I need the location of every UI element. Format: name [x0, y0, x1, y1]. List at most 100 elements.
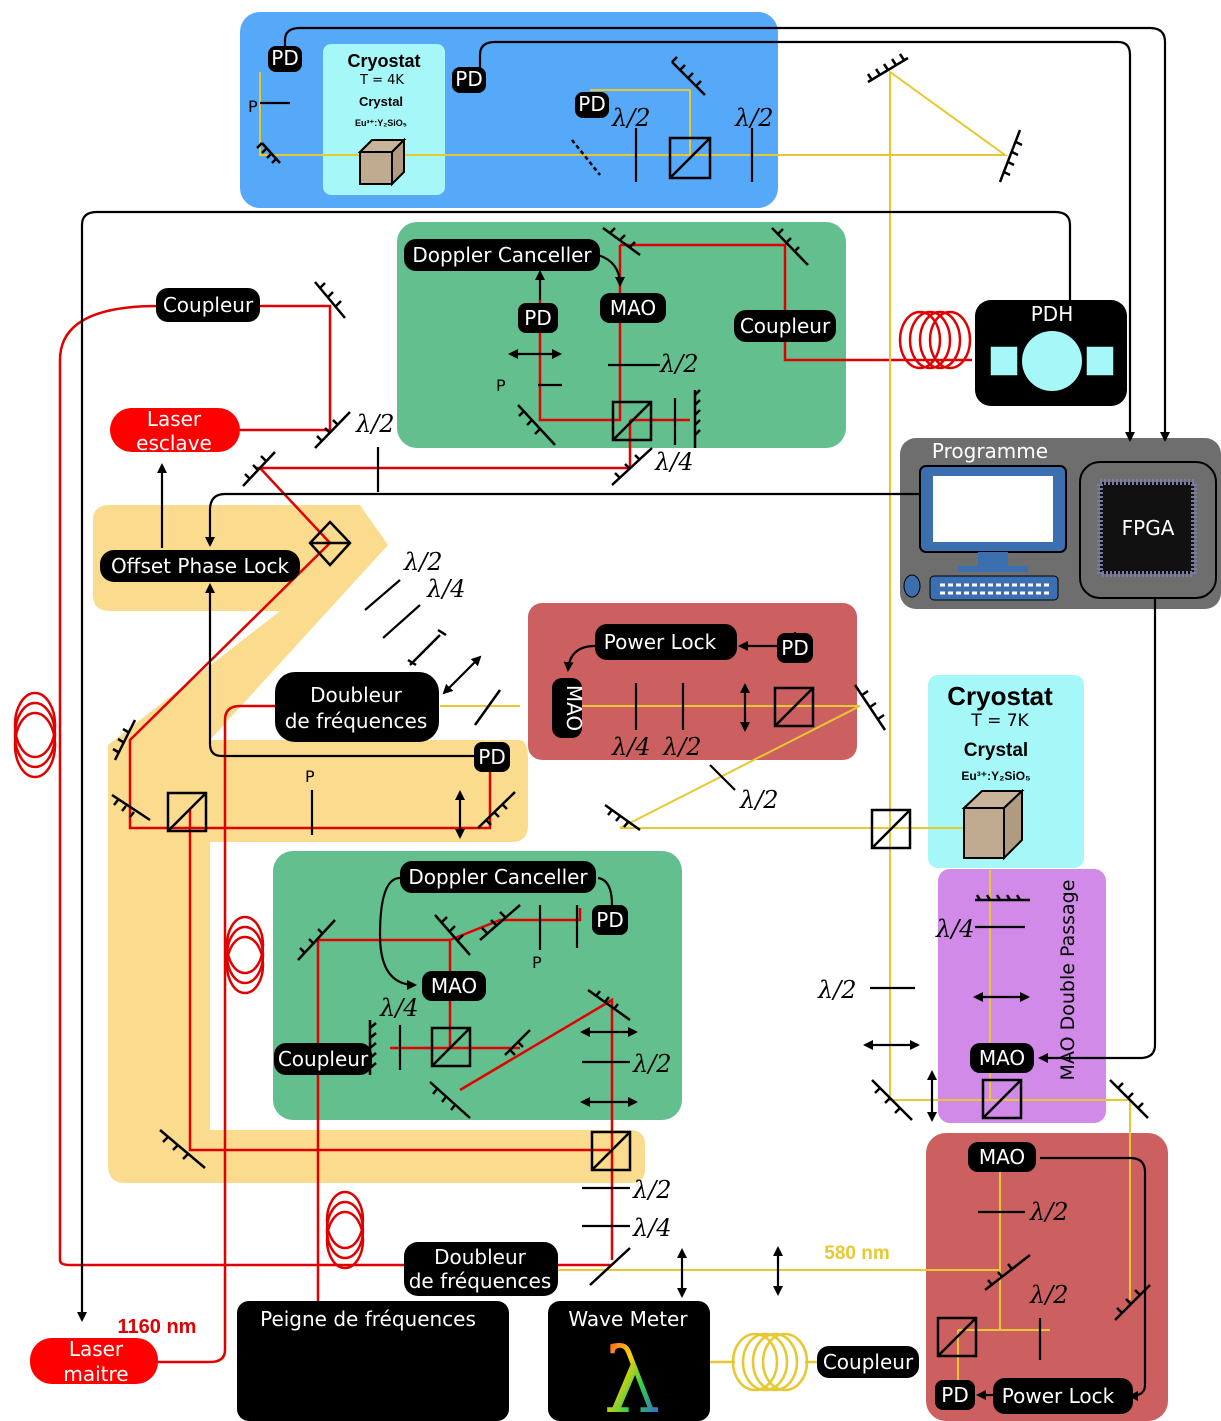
polarizer-label-green-bottom: P	[532, 953, 542, 972]
svg-text:PDH: PDH	[1031, 302, 1074, 326]
svg-text:MAO: MAO	[979, 1046, 1025, 1070]
svg-text:λ/2: λ/2	[355, 410, 395, 438]
coupleur-top-left: Coupleur	[156, 288, 260, 322]
polarizer-label-yellow: P	[305, 767, 315, 786]
svg-text:MAO: MAO	[610, 296, 656, 320]
svg-text:PD: PD	[524, 306, 551, 330]
polarizer-label-green: P	[496, 376, 506, 395]
offset-phase-lock: Offset Phase Lock	[100, 550, 300, 582]
computer-icon	[903, 465, 1067, 601]
svg-text:Doubleur: Doubleur	[434, 1245, 527, 1269]
svg-text:λ/2: λ/2	[734, 104, 774, 132]
svg-text:Laser: Laser	[147, 407, 202, 431]
power-lock-mid: Power Lock	[595, 624, 737, 660]
frequency-comb: Peigne de fréquences	[237, 1301, 509, 1421]
svg-text:Offset Phase Lock: Offset Phase Lock	[111, 554, 290, 578]
svg-text:λ/4: λ/4	[379, 994, 419, 1022]
mao-green-top: MAO	[600, 293, 666, 323]
svg-text:Coupleur: Coupleur	[823, 1350, 914, 1374]
yellow-zone	[93, 505, 645, 1183]
svg-text:λ/2: λ/2	[611, 104, 651, 132]
svg-text:PD: PD	[941, 1383, 968, 1407]
waveplate-labels: λ/2 λ/2 λ/2 λ/2 λ/4 λ/2 λ/4 λ/4 λ/2 λ/2 …	[355, 104, 1069, 1309]
laser-maitre: Laser maitre	[30, 1337, 158, 1386]
cryostat-top-material: Eu³⁺:Y₂SiO₅	[355, 118, 407, 128]
wavelength-1160-label: 1160 nm	[118, 1316, 197, 1338]
svg-text:MAO: MAO	[562, 685, 586, 731]
mao-double-passage-label: MAO Double Passage	[1057, 880, 1079, 1081]
fiber-coil-yellow	[710, 1332, 820, 1392]
pdh-box: PDH	[975, 300, 1127, 406]
svg-text:MAO: MAO	[979, 1145, 1025, 1169]
cryostat-top-temp: T = 4K	[359, 73, 404, 88]
pd-power-lock: PD	[777, 633, 813, 663]
mao-green-bottom: MAO	[422, 971, 486, 1001]
programme-label: Programme	[932, 439, 1048, 463]
pd-yellow: PD	[474, 742, 510, 772]
double-arrows	[442, 349, 1030, 1298]
pd-top-2: PD	[452, 67, 486, 93]
svg-text:Doubleur: Doubleur	[310, 683, 403, 707]
mao-red-bottom: MAO	[968, 1142, 1036, 1172]
svg-text:λ/2: λ/2	[659, 350, 699, 378]
doubleur-mid: Doubleur de fréquences	[275, 672, 439, 742]
doubleur-bottom: Doubleur de fréquences	[404, 1242, 558, 1296]
svg-text:λ/2: λ/2	[1029, 1198, 1069, 1226]
wave-meter: Wave Meter λ	[548, 1301, 710, 1421]
cryostat-mid-title: Cryostat	[947, 681, 1053, 711]
coupleur-bottom: Coupleur	[817, 1346, 919, 1378]
svg-text:maitre: maitre	[63, 1362, 128, 1386]
mirrors	[111, 53, 1151, 1321]
svg-text:PD: PD	[596, 908, 623, 932]
control-lines	[77, 26, 1170, 1401]
pd-green-top: PD	[518, 303, 558, 333]
cryostat-top-box	[323, 44, 445, 195]
svg-text:Power Lock: Power Lock	[1002, 1384, 1115, 1408]
svg-text:Coupleur: Coupleur	[740, 314, 831, 338]
svg-text:de fréquences: de fréquences	[285, 709, 428, 733]
coupleur-green-top: Coupleur	[734, 310, 836, 342]
svg-text:PD: PD	[455, 67, 482, 91]
coupleur-green-bottom: Coupleur	[274, 1043, 372, 1075]
green-zone-top	[397, 222, 846, 448]
pd-top-3: PD	[575, 92, 609, 118]
crystal-cube-top	[357, 137, 407, 187]
svg-text:Peigne de fréquences: Peigne de fréquences	[260, 1307, 476, 1331]
svg-text:de fréquences: de fréquences	[409, 1269, 552, 1293]
svg-text:λ/4: λ/4	[611, 733, 651, 761]
doppler-canceller-top: Doppler Canceller	[404, 239, 600, 271]
svg-text:Coupleur: Coupleur	[278, 1047, 369, 1071]
laser-esclave: Laser esclave	[110, 407, 240, 455]
fiber-coils-red	[13, 310, 972, 1270]
svg-text:λ/4: λ/4	[426, 575, 466, 603]
mao-double-passage: MAO	[970, 1043, 1034, 1073]
svg-text:Power Lock: Power Lock	[604, 630, 717, 654]
lambda-icon: λ	[603, 1329, 660, 1421]
red-zone-bottom	[926, 1133, 1168, 1421]
cryostat-top-title: Cryostat	[347, 51, 420, 71]
svg-text:λ/4: λ/4	[654, 448, 694, 476]
svg-text:FPGA: FPGA	[1122, 516, 1175, 540]
cryostat-mid-crystal: Crystal	[964, 740, 1028, 761]
cryostat-top-crystal: Crystal	[359, 94, 403, 109]
svg-text:PD: PD	[781, 636, 808, 660]
svg-text:Doppler Canceller: Doppler Canceller	[408, 865, 588, 889]
pd-top-1: PD	[268, 46, 302, 72]
fpga-chip: FPGA	[1079, 461, 1217, 599]
svg-text:λ/2: λ/2	[403, 548, 443, 576]
polarizer-label-top: P	[248, 97, 258, 116]
svg-text:λ/2: λ/2	[1029, 1281, 1069, 1309]
svg-text:Coupleur: Coupleur	[163, 293, 254, 317]
svg-text:MAO: MAO	[431, 974, 477, 998]
svg-text:λ/2: λ/2	[739, 786, 779, 814]
svg-text:λ/4: λ/4	[935, 915, 975, 943]
mao-vertical-mid: MAO	[552, 678, 586, 738]
cryostat-mid-material: Eu³⁺:Y₂SiO₅	[961, 769, 1030, 783]
crystal-cube-mid	[961, 788, 1025, 861]
waveplates	[260, 101, 1042, 1360]
cryostat-mid-temp: T = 7K	[970, 711, 1029, 731]
svg-text:PD: PD	[271, 46, 298, 70]
pd-bottom-right: PD	[935, 1380, 975, 1410]
beam-splitter-cubes	[166, 136, 1023, 1358]
